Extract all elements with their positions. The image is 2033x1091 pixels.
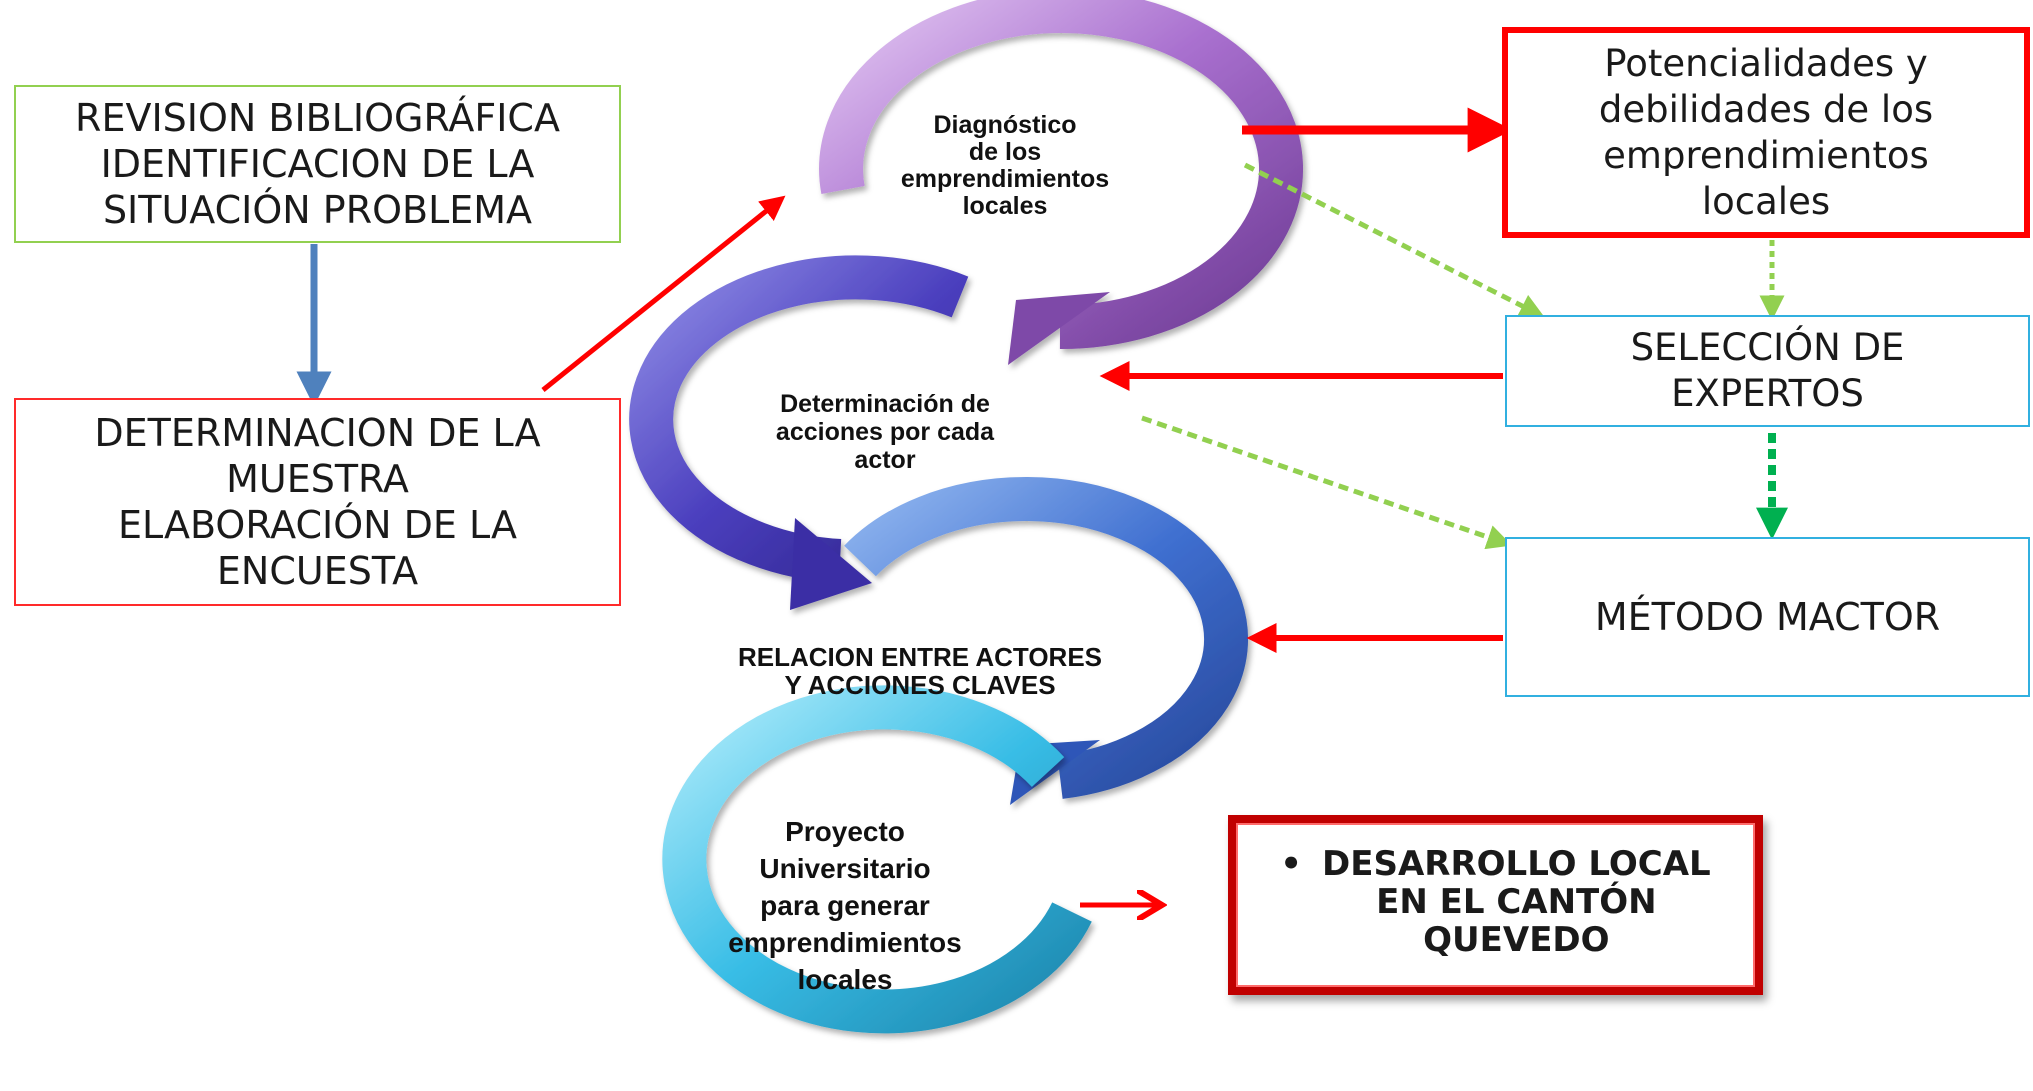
box-muestra-line-4: ENCUESTA bbox=[216, 549, 419, 593]
dotted-arrow-diagnostico-to-expertos bbox=[1243, 162, 1545, 318]
label-relacion-line-2: Y ACCIONES CLAVES bbox=[784, 670, 1056, 700]
box-muestra-line-3: ELABORACIÓN DE LA bbox=[117, 503, 518, 547]
box-mactor-line-1: MÉTODO MACTOR bbox=[1594, 595, 1941, 639]
desarrollo-bullet-row: • DESARROLLO LOCAL EN EL CANTÓN QUEVEDO bbox=[1280, 845, 1710, 959]
label-proyecto: Proyecto Universitario para generar empr… bbox=[700, 813, 990, 998]
box-metodo-mactor: MÉTODO MACTOR bbox=[1505, 537, 2030, 697]
label-determinacion-line-3: actor bbox=[854, 446, 916, 474]
desarrollo-bullet: • bbox=[1280, 844, 1303, 884]
box-potencialidades-line-3: emprendimientos bbox=[1603, 133, 1929, 177]
label-diagnostico-line-3: emprendimientos bbox=[900, 165, 1110, 193]
cycle-arc-determinacion bbox=[629, 255, 969, 610]
label-diagnostico-line-4: locales bbox=[962, 192, 1048, 220]
box-muestra-line-1: DETERMINACION DE LA bbox=[94, 411, 541, 455]
label-determinacion-line-1: Determinación de bbox=[780, 390, 990, 418]
label-relacion-line-1: RELACION ENTRE ACTORES bbox=[737, 642, 1103, 672]
box-expertos-line-1: SELECCIÓN DE bbox=[1630, 326, 1905, 369]
desarrollo-text: DESARROLLO LOCAL EN EL CANTÓN QUEVEDO bbox=[1322, 845, 1711, 959]
cycle-arc-diagnostico bbox=[819, 0, 1304, 365]
box-revision-line-1: REVISION BIBLIOGRÁFICA bbox=[75, 96, 560, 140]
label-proyecto-line-2: Universitario bbox=[759, 853, 931, 884]
label-diagnostico: Diagnóstico de los emprendimientos local… bbox=[860, 112, 1150, 220]
box-muestra-line-2: MUESTRA bbox=[226, 457, 409, 501]
dotted-arrow-determinacion-to-mactor bbox=[1141, 415, 1513, 550]
box-potencialidades: Potencialidades y debilidades de los emp… bbox=[1502, 27, 2030, 238]
label-proyecto-line-1: Proyecto bbox=[785, 816, 905, 847]
box-potencialidades-line-2: debilidades de los bbox=[1598, 87, 1934, 131]
box-desarrollo-line-2: EN EL CANTÓN bbox=[1376, 882, 1657, 922]
box-potencialidades-line-1: Potencialidades y bbox=[1604, 41, 1928, 85]
box-expertos-line-2: EXPERTOS bbox=[1671, 372, 1864, 415]
label-determinacion-line-2: acciones por cada bbox=[775, 418, 995, 446]
cycle-arc-proyecto bbox=[662, 685, 1092, 1034]
label-relacion: RELACION ENTRE ACTORES Y ACCIONES CLAVES bbox=[690, 643, 1150, 699]
box-revision-bibliografica: REVISION BIBLIOGRÁFICA IDENTIFICACION DE… bbox=[14, 85, 621, 243]
box-desarrollo-line-1: DESARROLLO LOCAL bbox=[1322, 844, 1711, 884]
box-potencialidades-line-4: locales bbox=[1701, 179, 1831, 223]
box-revision-line-2: IDENTIFICACION DE LA bbox=[100, 142, 535, 186]
label-diagnostico-line-2: de los bbox=[968, 138, 1042, 166]
arrow-muestra-to-diagnostico bbox=[541, 195, 786, 392]
box-seleccion-expertos: SELECCIÓN DE EXPERTOS bbox=[1505, 315, 2030, 427]
label-proyecto-line-3: para generar bbox=[760, 890, 930, 921]
box-desarrollo-local: • DESARROLLO LOCAL EN EL CANTÓN QUEVEDO bbox=[1228, 815, 1763, 995]
label-proyecto-line-4: emprendimientos bbox=[728, 927, 962, 958]
box-determinacion-muestra: DETERMINACION DE LA MUESTRA ELABORACIÓN … bbox=[14, 398, 621, 606]
box-revision-line-3: SITUACIÓN PROBLEMA bbox=[102, 188, 533, 232]
label-proyecto-line-5: locales bbox=[797, 964, 893, 995]
label-diagnostico-line-1: Diagnóstico bbox=[933, 111, 1077, 139]
label-determinacion: Determinación de acciones por cada actor bbox=[730, 390, 1040, 474]
box-desarrollo-line-3: QUEVEDO bbox=[1423, 920, 1610, 960]
